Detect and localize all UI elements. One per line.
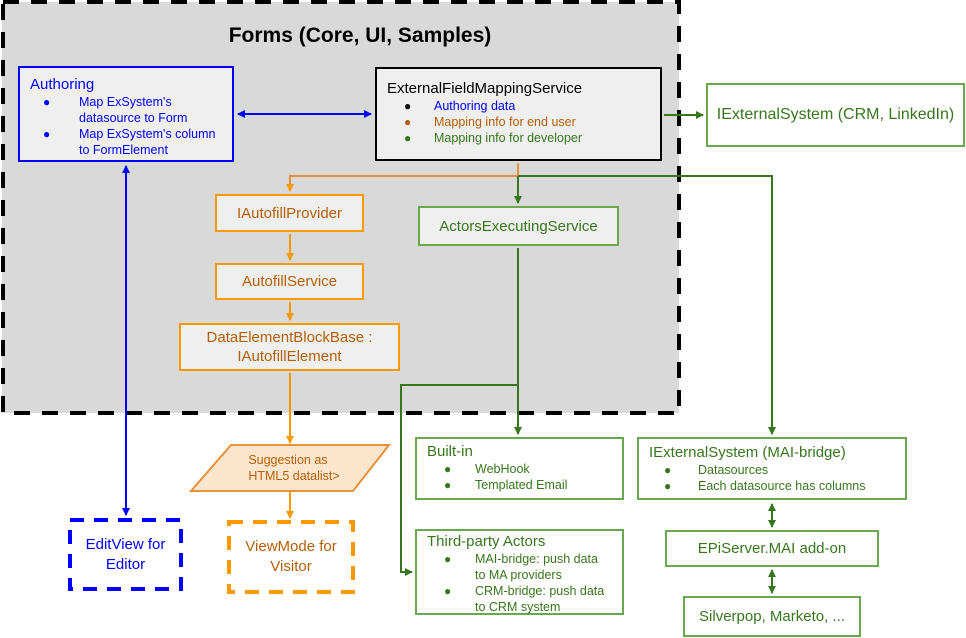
mai-bridge-title: IExternalSystem (MAI-bridge) bbox=[649, 444, 846, 461]
efms-item: ●Authoring data bbox=[404, 99, 516, 113]
editview-line1: EditView for bbox=[85, 535, 166, 553]
suggestion-node[interactable]: Suggestion as HTML5 datalist> bbox=[195, 446, 385, 490]
bullet-icon: ● bbox=[444, 462, 452, 476]
autofill-service-label: AutofillService bbox=[241, 273, 338, 290]
editview-node[interactable]: EditView for Editor bbox=[69, 519, 182, 590]
bullet-icon: ● bbox=[404, 115, 412, 129]
ma-providers-node[interactable]: Silverpop, Marketo, ... bbox=[683, 596, 861, 637]
bullet-icon: ● bbox=[664, 463, 672, 477]
efms-title: ExternalFieldMappingService bbox=[387, 80, 583, 97]
bullet-icon: ● bbox=[43, 127, 51, 141]
viewmode-node[interactable]: ViewMode for Visitor bbox=[228, 521, 354, 593]
data-element-line1: DataElementBlockBase : bbox=[206, 329, 373, 346]
efms-item: ●Mapping info for end user bbox=[404, 115, 576, 129]
builtin-item: ●Templated Email bbox=[444, 478, 568, 492]
third-party-title: Third-party Actors bbox=[427, 533, 546, 550]
actors-executing-service-node[interactable]: ActorsExecutingService bbox=[418, 206, 619, 246]
data-element-block-node[interactable]: DataElementBlockBase : IAutofillElement bbox=[179, 323, 400, 371]
bullet-icon: ● bbox=[664, 479, 672, 493]
autofill-provider-node[interactable]: IAutofillProvider bbox=[215, 194, 364, 232]
epi-addon-label: EPiServer.MAI add-on bbox=[697, 540, 847, 557]
episerver-mai-addon-node[interactable]: EPiServer.MAI add-on bbox=[665, 530, 879, 567]
forms-group-title: Forms (Core, UI, Samples) bbox=[228, 24, 492, 47]
bullet-icon: ● bbox=[43, 95, 51, 109]
external-crm-label: IExternalSystem (CRM, LinkedIn) bbox=[716, 106, 955, 123]
autofill-service-node[interactable]: AutofillService bbox=[215, 263, 364, 300]
suggestion-shape bbox=[188, 444, 392, 492]
builtin-title: Built-in bbox=[427, 443, 473, 460]
suggestion-line2: HTML5 datalist> bbox=[248, 469, 340, 483]
suggestion-line1: Suggestion as bbox=[248, 453, 328, 467]
data-element-line2: IAutofillElement bbox=[237, 348, 342, 365]
mai-bridge-item: ●Each datasource has columns bbox=[664, 479, 866, 493]
edge-actors-third-party bbox=[400, 384, 518, 576]
autofill-provider-label: IAutofillProvider bbox=[236, 204, 343, 222]
bullet-icon: ● bbox=[444, 552, 452, 566]
bullet-icon: ● bbox=[444, 584, 452, 598]
bullet-icon: ● bbox=[444, 478, 452, 492]
external-system-mai-bridge-node[interactable]: IExternalSystem (MAI-bridge) ●Datasource… bbox=[637, 437, 907, 500]
bullet-icon: ● bbox=[404, 131, 412, 145]
edge-efms-mai-bridge bbox=[518, 175, 776, 435]
efms-item: ●Mapping info for developer bbox=[404, 131, 583, 145]
editview-line2: Editor bbox=[105, 555, 146, 573]
external-system-crm-node[interactable]: IExternalSystem (CRM, LinkedIn) bbox=[706, 83, 965, 147]
builtin-item: ●WebHook bbox=[444, 462, 530, 476]
edge-efms-autofill-provider bbox=[286, 163, 519, 192]
external-field-mapping-service-node[interactable]: ExternalFieldMappingService ●Authoring d… bbox=[375, 67, 662, 161]
silverpop-label: Silverpop, Marketo, ... bbox=[699, 608, 845, 625]
builtin-actors-node[interactable]: Built-in ●WebHook ●Templated Email bbox=[415, 437, 624, 500]
authoring-title: Authoring bbox=[30, 76, 95, 93]
mai-bridge-item: ●Datasources bbox=[664, 463, 769, 477]
actors-service-label: ActorsExecutingService bbox=[439, 217, 598, 235]
bullet-icon: ● bbox=[404, 99, 412, 113]
third-party-actors-node[interactable]: Third-party Actors ●MAI-bridge: push dat… bbox=[415, 529, 624, 615]
viewmode-line2: Visitor bbox=[270, 558, 312, 575]
editview-border bbox=[68, 518, 183, 591]
viewmode-border bbox=[227, 520, 355, 594]
forms-group-border bbox=[1, 0, 681, 415]
viewmode-line1: ViewMode for bbox=[245, 538, 337, 555]
